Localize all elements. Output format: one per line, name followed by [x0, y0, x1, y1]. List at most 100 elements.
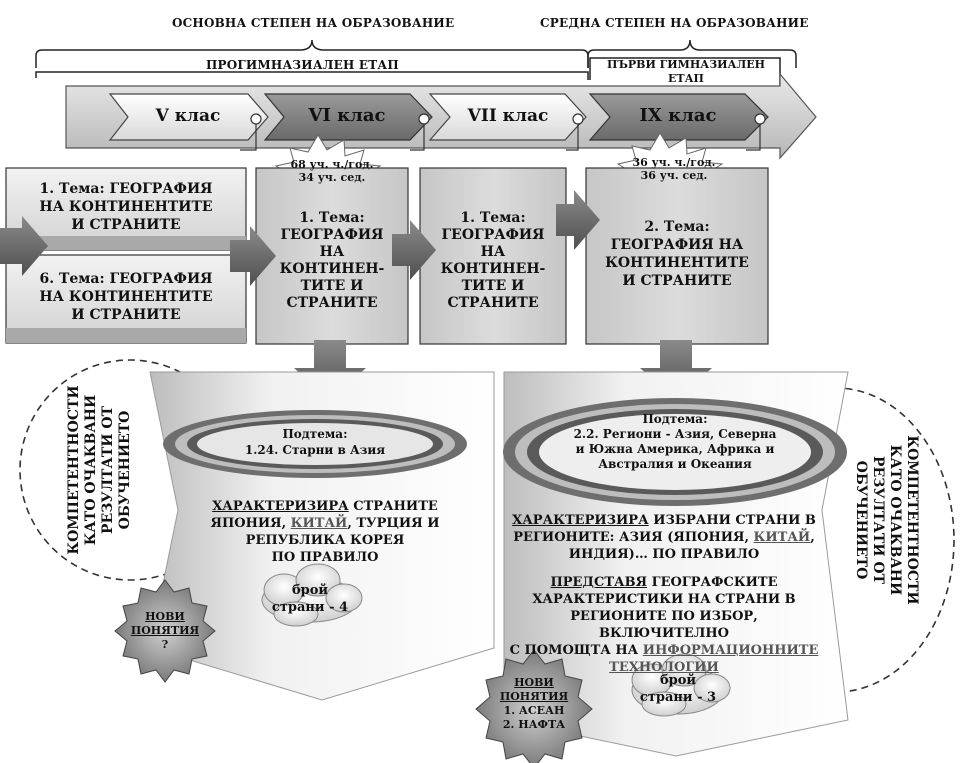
- right-count-cloud: [631, 653, 731, 717]
- left-line2-link: КИТАЙ: [290, 516, 348, 531]
- topic-v-bottom-l2: НА КОНТИНЕНТИТЕ: [39, 289, 213, 305]
- right-p2-l4-link: ИНФОРМАЦИОННИТЕ: [642, 643, 819, 658]
- left-count-l1: брой: [291, 583, 329, 598]
- hours-ix-line2: 36 уч. сед.: [640, 169, 708, 182]
- right-p1-l3: ИНДИЯ)… ПО ПРАВИЛО: [568, 547, 760, 562]
- secondary-stage-brace: [587, 39, 797, 68]
- left-new-terms: НОВИ ПОНЯТИЯ ?: [122, 610, 208, 652]
- topic-vi-l5: ТИТЕ И: [300, 278, 364, 294]
- right-verb2: ПРЕДСТАВЯ: [550, 575, 648, 590]
- topic-ix-l1: 2. Тема:: [644, 219, 710, 235]
- box-vi-bg: [255, 167, 409, 345]
- right-new-terms-l1: НОВИ: [514, 676, 554, 689]
- right-p2-l3: РЕГИОНИТЕ ПО ИЗБОР, ВКЛЮЧИТЕЛНО: [570, 609, 758, 641]
- topic-ix: 2. Тема: ГЕОГРАФИЯ НА КОНТИНЕНТИТЕ И СТР…: [590, 218, 764, 290]
- topic-vii-l2: ГЕОГРАФИЯ: [441, 227, 545, 243]
- right-subtopic-rings: [503, 398, 847, 506]
- right-new-terms-seal: [475, 649, 593, 763]
- left-new-terms-l3: ?: [161, 638, 169, 651]
- left-line3: РЕПУБЛИКА КОРЕЯ: [245, 533, 405, 548]
- arrow-ix-down: [640, 340, 712, 400]
- right-comp-l3: РЕЗУЛТАТИ ОТ: [870, 455, 886, 584]
- hours-ix-line1: 36 уч. ч./год.: [632, 156, 716, 169]
- chevron-vi-class: [263, 93, 433, 141]
- box-vii-bg: [419, 167, 567, 345]
- right-subtopic: Подтема: 2.2. Региони - Азия, Северна и …: [560, 412, 790, 472]
- topic-vi: 1. Тема: ГЕОГРАФИЯ НА КОНТИНЕН- ТИТЕ И С…: [260, 210, 404, 312]
- right-subtopic-l3: Австралия и Океания: [598, 457, 752, 471]
- topic-ix-l4: И СТРАНИТЕ: [622, 273, 732, 289]
- secondary-stage-title: СРЕДНА СТЕПЕН НА ОБРАЗОВАНИЕ: [540, 16, 809, 30]
- left-line1-rest: СТРАНИТЕ: [353, 499, 438, 514]
- right-verb1: ХАРАКТЕРИЗИРА: [512, 513, 649, 528]
- right-p2-l1-rest: ГЕОГРАФСКИТЕ: [651, 575, 778, 590]
- right-competence-text-2: ПРЕДСТАВЯ ГЕОГРАФСКИТЕ ХАРАКТЕРИСТИКИ НА…: [505, 574, 823, 676]
- left-line2-b: , ТУРЦИЯ И: [347, 516, 440, 531]
- topic-v-bottom-l3: И СТРАНИТЕ: [71, 307, 181, 323]
- topic-v-top: 1. Тема: ГЕОГРАФИЯ НА КОНТИНЕНТИТЕ И СТР…: [10, 180, 242, 234]
- right-count-l2: страни - 3: [639, 690, 717, 705]
- right-count: брой страни - 3: [636, 672, 720, 706]
- left-comp-l2: КАТО ОЧАКВАНИ: [83, 394, 99, 546]
- right-new-terms-l3: 1. АСЕАН: [503, 704, 565, 717]
- right-p2-l4-a: С ПОМОЩТА НА: [509, 643, 643, 658]
- left-line2-a: ЯПОНИЯ,: [210, 516, 291, 531]
- box-v-top-band: [6, 236, 246, 250]
- right-competences-label: КОМПЕТЕНТНОСТИ КАТО ОЧАКВАНИ РЕЗУЛТАТИ О…: [852, 435, 920, 604]
- right-comp-l2: КАТО ОЧАКВАНИ: [887, 444, 903, 596]
- arrow-vii-to-ix: [556, 190, 600, 250]
- topic-vii-l3: НА: [480, 244, 506, 260]
- hours-ix: 36 уч. ч./год. 36 уч. сед.: [626, 156, 722, 182]
- class-label-vi: VI клас: [308, 105, 386, 126]
- topic-vii-l4: КОНТИНЕН-: [440, 261, 546, 277]
- left-competences-label: КОМПЕТЕНТНОСТИ КАТО ОЧАКВАНИ РЕЗУЛТАТИ О…: [66, 385, 134, 554]
- left-comp-l4: ОБУЧЕНИЕТО: [117, 410, 133, 530]
- right-subtopic-title: Подтема:: [642, 412, 708, 426]
- topic-vi-l1: 1. Тема:: [299, 210, 365, 226]
- arrow-vi-to-vii: [392, 220, 436, 280]
- hours-vi: 68 уч. ч./год. 34 уч. сед.: [284, 158, 380, 184]
- class-label-v: V клас: [155, 106, 221, 126]
- right-p1-l2-link: КИТАЙ: [753, 530, 811, 545]
- arrow-vi-down: [294, 340, 366, 400]
- right-p1-l2-a: РЕГИОНИТЕ: АЗИЯ (ЯПОНИЯ,: [513, 530, 754, 545]
- topic-ix-l3: КОНТИНЕНТИТЕ: [605, 255, 749, 271]
- chevron-v-class: [108, 93, 269, 141]
- topic-v-top-l2: НА КОНТИНЕНТИТЕ: [39, 199, 213, 215]
- basic-stage-brace: [35, 39, 589, 68]
- right-new-terms-l2: ПОНЯТИЯ: [499, 690, 569, 703]
- hours-vi-line1: 68 уч. ч./год.: [290, 158, 374, 171]
- left-subtopic-rings: [163, 410, 467, 478]
- right-comp-l4: ОБУЧЕНИЕТО: [853, 460, 869, 580]
- topic-vii-l5: ТИТЕ И: [461, 278, 525, 294]
- right-p2-l5-link: ТЕХНОЛОГИИ: [609, 660, 719, 675]
- right-subtopic-l1: 2.2. Региони - Азия, Северна: [573, 427, 777, 441]
- topic-vi-l4: КОНТИНЕН-: [279, 261, 385, 277]
- topic-v-top-l1: 1. Тема: ГЕОГРАФИЯ: [39, 181, 213, 197]
- progymnasium-title: ПРОГИМНАЗИАЛЕН ЕТАП: [206, 58, 399, 72]
- left-competence-text: ХАРАКТЕРИЗИРА СТРАНИТЕ ЯПОНИЯ, КИТАЙ, ТУ…: [190, 498, 460, 566]
- topic-v-bottom-l1: 6. Тема: ГЕОГРАФИЯ: [39, 271, 213, 287]
- right-new-terms-l4: 2. НАФТА: [502, 718, 566, 731]
- left-count-cloud: [261, 563, 363, 627]
- hours-vi-line2: 34 уч. сед.: [298, 171, 366, 184]
- left-new-terms-l2: ПОНЯТИЯ: [130, 624, 200, 637]
- left-new-terms-seal: [114, 579, 216, 683]
- topic-v-top-l3: И СТРАНИТЕ: [71, 217, 181, 233]
- right-p2-l2: ХАРАКТЕРИСТИКИ НА СТРАНИ В: [532, 592, 796, 607]
- topic-vii-l6: СТРАНИТЕ: [447, 295, 539, 311]
- right-count-l1: брой: [659, 673, 697, 688]
- left-count-l2: страни - 4: [271, 600, 349, 615]
- topic-vii: 1. Тема: ГЕОГРАФИЯ НА КОНТИНЕН- ТИТЕ И С…: [424, 210, 562, 312]
- progymnasium-brace: [35, 71, 589, 80]
- right-new-terms: НОВИ ПОНЯТИЯ 1. АСЕАН 2. НАФТА: [488, 676, 580, 732]
- box-ix-bg: [585, 167, 769, 345]
- left-comp-l1: КОМПЕТЕНТНОСТИ: [66, 385, 82, 555]
- left-subtopic-text: 1.24. Старни в Азия: [244, 443, 386, 457]
- chevron-vii-class: [428, 93, 587, 141]
- connector-lines: [240, 124, 761, 151]
- topic-ix-l2: ГЕОГРАФИЯ НА: [610, 237, 744, 253]
- topic-vi-l6: СТРАНИТЕ: [286, 295, 378, 311]
- right-p1-l1-rest: ИЗБРАНИ СТРАНИ В: [653, 513, 816, 528]
